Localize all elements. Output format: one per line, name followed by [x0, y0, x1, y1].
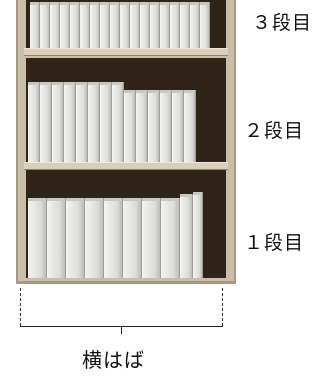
book	[142, 198, 161, 278]
book-top	[170, 2, 179, 5]
book-top	[80, 2, 89, 5]
book	[85, 198, 104, 278]
shelf-tier-1	[26, 170, 226, 278]
book	[120, 2, 130, 48]
book	[104, 198, 123, 278]
width-bracket-tick	[121, 326, 122, 334]
book-top	[172, 90, 183, 93]
book	[150, 2, 160, 48]
book	[190, 2, 200, 48]
book	[80, 2, 90, 48]
book-top	[60, 2, 69, 5]
book-top	[40, 2, 49, 5]
shelf-tier-2	[26, 58, 226, 162]
book	[100, 82, 112, 162]
book-top	[184, 90, 195, 93]
book	[64, 82, 76, 162]
book-top	[160, 2, 169, 5]
book-top	[100, 2, 109, 5]
book	[28, 198, 47, 278]
book-top	[100, 82, 111, 85]
book	[66, 198, 85, 278]
book	[180, 194, 193, 278]
book	[172, 90, 184, 162]
book-top	[161, 198, 179, 201]
book	[40, 82, 52, 162]
tier-3-label: ３段目	[252, 12, 313, 34]
book	[40, 2, 50, 48]
width-label: 横はば	[82, 348, 145, 372]
book	[161, 198, 180, 278]
book	[130, 2, 140, 48]
book	[112, 82, 124, 162]
book-top	[28, 198, 46, 201]
book	[90, 2, 100, 48]
book	[52, 82, 64, 162]
book	[30, 2, 40, 48]
bookshelf	[16, 0, 236, 284]
width-guide-left	[20, 288, 21, 326]
book	[170, 2, 180, 48]
book-top	[90, 2, 99, 5]
shelf-plank-3	[24, 48, 228, 56]
book-top	[66, 198, 84, 201]
book-top	[76, 82, 87, 85]
book-top	[85, 198, 103, 201]
book	[70, 2, 80, 48]
book	[200, 2, 210, 48]
book	[193, 192, 203, 278]
book-top	[64, 82, 75, 85]
book-top	[160, 90, 171, 93]
shelf-tier-3	[26, 0, 226, 48]
book-top	[148, 90, 159, 93]
book-top	[40, 82, 51, 85]
book-top	[30, 2, 39, 5]
book	[100, 2, 110, 48]
book-top	[52, 82, 63, 85]
book-top	[112, 82, 123, 85]
book-top	[47, 198, 65, 201]
book-top	[193, 192, 202, 195]
book-top	[200, 2, 209, 5]
book	[60, 2, 70, 48]
book	[88, 82, 100, 162]
book-top	[104, 198, 122, 201]
book	[136, 90, 148, 162]
book	[28, 82, 40, 162]
book	[123, 198, 142, 278]
book	[160, 2, 170, 48]
book-top	[110, 2, 119, 5]
book	[124, 90, 136, 162]
book	[160, 90, 172, 162]
book	[148, 90, 160, 162]
tier-1-label: １段目	[244, 232, 305, 254]
book	[110, 2, 120, 48]
book	[140, 2, 150, 48]
book-top	[88, 82, 99, 85]
book	[47, 198, 66, 278]
book-top	[142, 198, 160, 201]
book-top	[190, 2, 199, 5]
book-top	[130, 2, 139, 5]
book-top	[123, 198, 141, 201]
width-guide-right	[222, 288, 223, 326]
book	[76, 82, 88, 162]
book-top	[180, 194, 192, 197]
book-top	[28, 82, 39, 85]
tier-2-label: ２段目	[244, 120, 305, 142]
book-top	[70, 2, 79, 5]
book	[50, 2, 60, 48]
book-top	[140, 2, 149, 5]
shelf-plank-2	[24, 162, 228, 170]
book-top	[50, 2, 59, 5]
book-top	[120, 2, 129, 5]
book-top	[136, 90, 147, 93]
book-top	[180, 2, 189, 5]
book	[184, 90, 196, 162]
book-top	[150, 2, 159, 5]
book	[180, 2, 190, 48]
book-top	[124, 90, 135, 93]
